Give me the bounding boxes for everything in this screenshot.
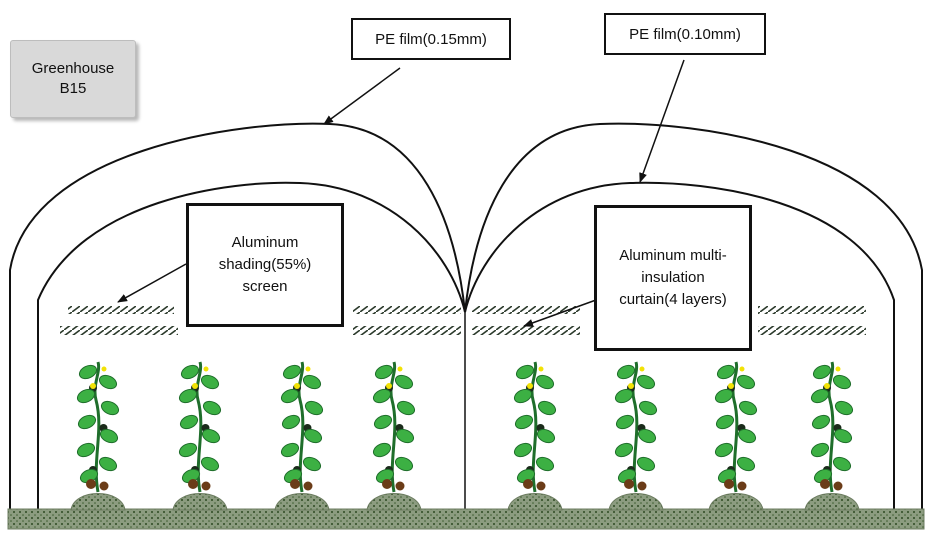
insulation-curtain-layers xyxy=(60,326,866,335)
cucumber-plants xyxy=(76,361,854,493)
cucumber-plant xyxy=(178,361,222,493)
arrow-pe-film-right xyxy=(639,59,685,183)
pe-film-left-label: PE film(0.15mm) xyxy=(351,18,511,60)
outer-film-right-arch xyxy=(464,122,923,510)
insulation-curtain-label: Aluminum multi- insulation curtain(4 lay… xyxy=(594,205,752,351)
ground-strip xyxy=(7,508,925,530)
soil-mound xyxy=(172,493,228,511)
cucumber-plant xyxy=(76,361,120,493)
cucumber-plant xyxy=(714,361,758,493)
soil-mound xyxy=(70,493,126,511)
soil-mound xyxy=(608,493,664,511)
cucumber-plant xyxy=(372,361,416,493)
shading-screen-label: Aluminum shading(55%) screen xyxy=(186,203,344,327)
arrow-insulation-curtain xyxy=(523,299,597,327)
arrow-shading-screen xyxy=(117,263,187,303)
pe-film-right-label: PE film(0.10mm) xyxy=(604,13,766,55)
soil-mounds xyxy=(70,493,860,511)
cucumber-plant xyxy=(810,361,854,493)
cucumber-plant xyxy=(614,361,658,493)
arrow-pe-film-left xyxy=(323,67,401,125)
soil-mound xyxy=(274,493,330,511)
soil-mound xyxy=(507,493,563,511)
greenhouse-id-label: Greenhouse B15 xyxy=(10,40,136,118)
soil-mound xyxy=(366,493,422,511)
soil-mound xyxy=(804,493,860,511)
shading-screen-layers xyxy=(68,306,866,314)
cucumber-plant xyxy=(280,361,324,493)
inner-film-left-arch xyxy=(37,181,466,510)
cucumber-plant xyxy=(513,361,557,493)
soil-mound xyxy=(708,493,764,511)
outer-film-left-arch xyxy=(9,122,466,510)
